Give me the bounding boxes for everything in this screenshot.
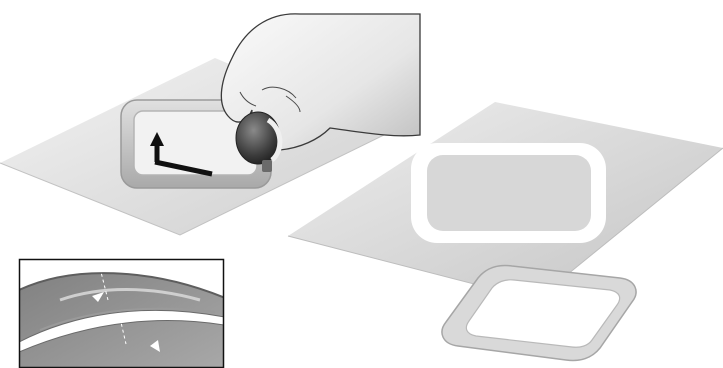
detail-inset-panel [19,259,230,368]
cut-hole [411,143,606,243]
magnified-edge-icon [19,259,230,368]
